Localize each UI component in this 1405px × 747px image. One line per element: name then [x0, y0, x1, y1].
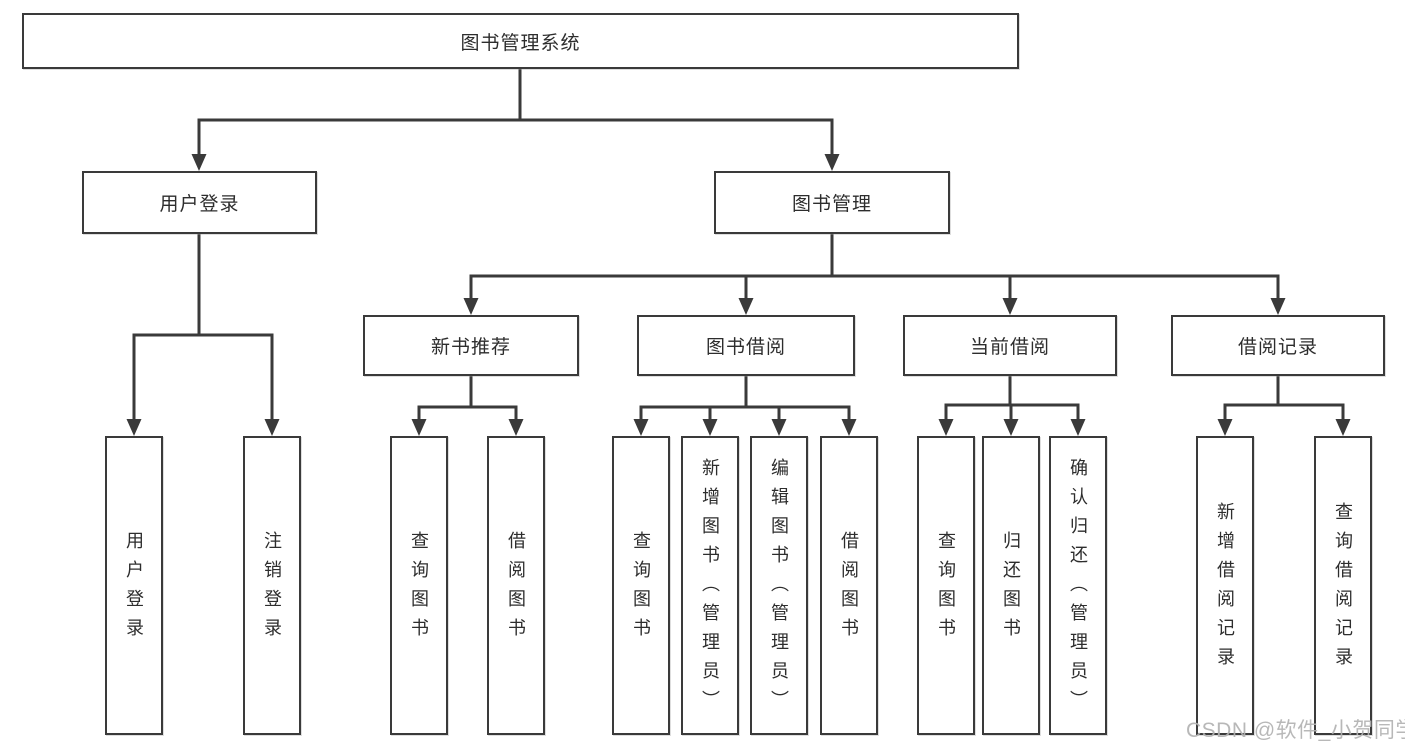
connector-book-borrow-split: [639, 374, 851, 423]
node-book-management: 图书管理: [714, 171, 950, 234]
leaf-user-login: 用户登录: [105, 436, 163, 735]
leaf-return-book: 归还图书: [982, 436, 1040, 735]
leaf-borrow-book-1: 借阅图书: [487, 436, 545, 735]
connector-current-borrow-split: [944, 374, 1080, 423]
leaf-borrow-book-2: 借阅图书: [820, 436, 878, 735]
leaf-logout: 注销登录: [243, 436, 301, 735]
connector-user-login-split: [132, 232, 274, 423]
leaf-add-borrow-record: 新增借阅记录: [1196, 436, 1254, 735]
connector-new-book-split: [417, 374, 518, 423]
connector-borrow-records-split: [1223, 374, 1345, 423]
leaf-add-book-admin: 新增图书（管理员）: [681, 436, 739, 735]
leaf-query-book-3: 查询图书: [917, 436, 975, 735]
node-user-login: 用户登录: [82, 171, 317, 234]
node-root: 图书管理系统: [22, 13, 1019, 69]
node-book-borrow: 图书借阅: [637, 315, 855, 376]
connector-root-split: [197, 67, 834, 158]
node-borrow-records: 借阅记录: [1171, 315, 1385, 376]
leaf-query-book-1: 查询图书: [390, 436, 448, 735]
leaf-edit-book-admin: 编辑图书（管理员）: [750, 436, 808, 735]
node-new-book-recommend: 新书推荐: [363, 315, 579, 376]
leaf-query-book-2: 查询图书: [612, 436, 670, 735]
csdn-watermark: CSDN @软件_小贺同学: [1186, 719, 1405, 742]
leaf-query-borrow-record: 查询借阅记录: [1314, 436, 1372, 735]
leaf-confirm-return-admin: 确认归还（管理员）: [1049, 436, 1107, 735]
connector-book-management-split: [469, 232, 1280, 302]
node-current-borrow: 当前借阅: [903, 315, 1117, 376]
